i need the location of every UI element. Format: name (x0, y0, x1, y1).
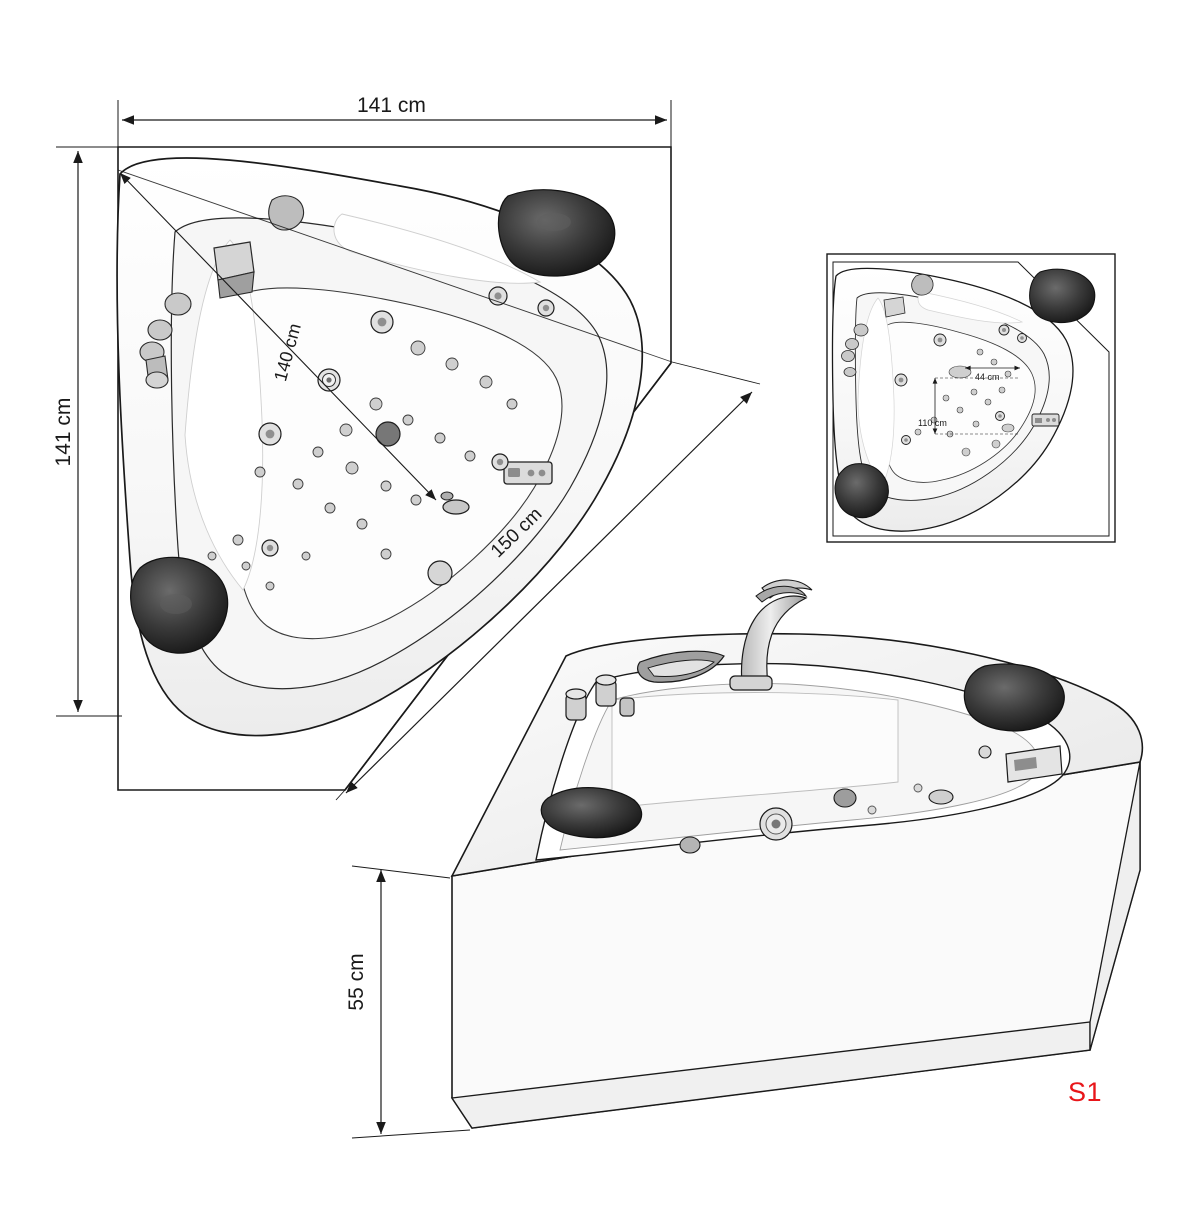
control-panel-perspective (1005, 745, 1063, 783)
perspective-view (351, 579, 1144, 1139)
label-basin-inner-width: 110 cm (918, 418, 947, 428)
top-view-thumbnail (826, 253, 1116, 543)
label-top-width: 141 cm (357, 94, 426, 117)
control-panel-top-view (503, 461, 553, 485)
faucet-spout (729, 579, 813, 691)
dimension-side-height (351, 865, 471, 1139)
dimension-left-height (56, 146, 122, 717)
model-code-label: S1 (1068, 1077, 1103, 1107)
top-view-main (56, 100, 761, 801)
dimension-basin-inner (932, 365, 1020, 435)
dimension-outer-diagonal (117, 169, 761, 801)
dimension-top-width (117, 100, 672, 152)
label-basin-inner-depth: 44 cm (975, 372, 1000, 382)
label-side-height: 55 cm (345, 953, 368, 1011)
control-panel-thumbnail (1031, 413, 1060, 427)
label-left-height: 141 cm (52, 397, 75, 467)
